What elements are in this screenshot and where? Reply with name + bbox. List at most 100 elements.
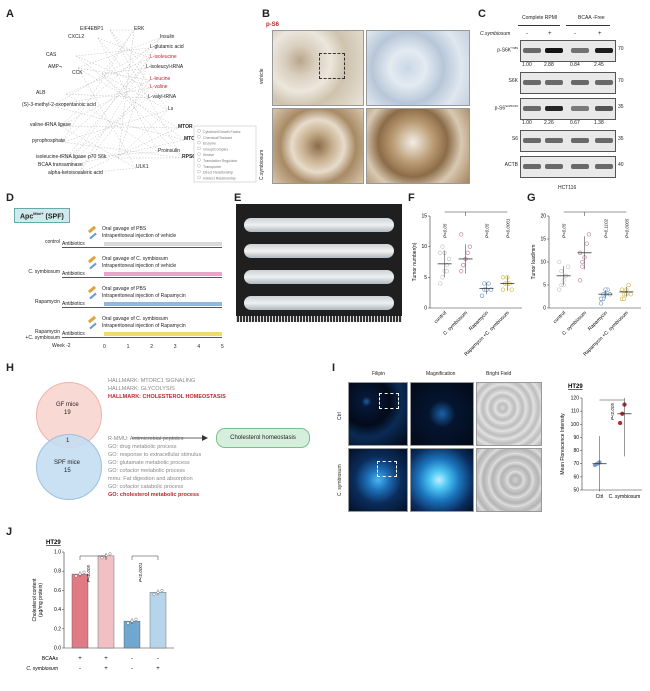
group-line1-2: Oral gavage of PBS — [102, 286, 147, 292]
data-point — [557, 259, 562, 265]
lane-sign-2: - — [574, 31, 576, 37]
data-point — [461, 262, 466, 268]
timeline-line-3 — [62, 337, 222, 338]
syringe-icon — [89, 292, 97, 300]
data-point — [479, 293, 485, 298]
data-point — [152, 592, 156, 596]
legend-entry-5: Translation Regulator — [203, 159, 238, 163]
antibiotics-3: Antibiotics — [62, 331, 85, 337]
data-point — [458, 232, 464, 237]
blot-band — [595, 80, 613, 85]
legend-entry-0: Cytokine/Growth Factor — [203, 130, 242, 134]
go-term-2: GO: response to extracellular stimulus — [108, 452, 202, 458]
ruler — [236, 316, 402, 322]
network-edge — [59, 125, 179, 129]
chart-title: HT29 — [46, 540, 61, 546]
data-point — [444, 269, 449, 274]
blot-box-0 — [520, 40, 616, 62]
magnified-ctrl — [410, 382, 474, 446]
data-point — [438, 250, 443, 255]
blot-protein: S6 — [511, 136, 518, 142]
row-label-vehicle: vehicle — [259, 68, 265, 84]
go-term-3: GO: glutamate metabolic process — [108, 460, 190, 466]
network-edge — [61, 141, 183, 159]
y-tick-label: 0 — [424, 306, 427, 312]
network-edge — [59, 79, 151, 127]
intestine-control — [244, 218, 394, 232]
blot-protein: S6K — [508, 78, 518, 84]
treatment-bar-1 — [104, 272, 222, 276]
go-term-6: GO: cofactor catabolic process — [108, 484, 184, 490]
legend-symbol-8 — [197, 175, 201, 180]
blot-band — [595, 164, 613, 169]
x-tick-label: Rapamycin +C. symbiosum — [463, 310, 510, 357]
quant-2-0: 1.00 — [522, 120, 532, 126]
condition-line-1 — [518, 25, 560, 26]
bar — [71, 573, 89, 649]
data-point — [108, 552, 112, 556]
legend-symbol-6 — [197, 164, 201, 168]
quant-2-1: 2.26 — [544, 120, 554, 126]
antibiotics-2: Antibiotics — [62, 301, 85, 307]
node-right-11: Proinsulin — [158, 148, 180, 154]
network-edge — [65, 57, 151, 159]
network-edge — [77, 37, 161, 175]
week-label: Week -2 — [52, 343, 71, 349]
treatment-bar-3 — [104, 332, 222, 336]
p-value: P<0.05 — [484, 223, 489, 238]
y-axis-label: Tumor number(n) — [412, 242, 418, 281]
network-edge — [77, 37, 161, 69]
sig-bracket — [131, 555, 159, 560]
y-tick-label: 5 — [543, 283, 546, 289]
y-tick-label: 80 — [573, 448, 579, 454]
row1-label: BCAAs — [42, 656, 59, 662]
group-name-0: control — [44, 239, 60, 245]
cell-line-label: HCT116 — [558, 185, 577, 191]
blot-band — [571, 164, 589, 169]
p-value: P<0.0005 — [624, 218, 629, 238]
micrograph-csymbiosum-high — [366, 108, 470, 184]
x-tick-label: C. symbiosum — [609, 494, 641, 500]
node-right-9: MTOR — [178, 124, 193, 130]
data-point — [577, 278, 583, 283]
node-left-12: p70 S6k — [88, 154, 107, 160]
blot-band — [571, 80, 589, 85]
blot-protein: p-S6K — [497, 47, 512, 54]
spf-count: 15 — [64, 468, 71, 474]
group-line1-0: Oral gavage of PBS — [102, 226, 147, 232]
legend-entry-4: Kinase — [203, 153, 214, 157]
node-left-11: alpha-ketoisovaleric acid — [48, 170, 103, 176]
bar — [97, 555, 115, 649]
blot-band — [545, 80, 563, 85]
quant-0-3: 2.45 — [594, 62, 604, 68]
network-edge — [75, 55, 185, 141]
node-left-9: isoleucine-tRNA ligase — [36, 154, 86, 160]
treatment-schematic: ApcMin/+ (SPF) Week -2 Oral gavage of PB… — [6, 204, 232, 354]
data-point — [82, 570, 86, 574]
network-edge — [65, 151, 159, 159]
y-tick-label: 0.4 — [54, 607, 61, 613]
blot-label-1: S6K — [478, 78, 518, 84]
data-point — [598, 301, 604, 306]
network-edge — [97, 37, 149, 99]
lane-sign-0: - — [526, 31, 528, 37]
node-right-4: L-isoleucyl-tRNA — [146, 64, 184, 70]
panel-g-letter: G — [527, 192, 536, 204]
blot-band — [595, 138, 613, 143]
y-tick-label: 20 — [540, 214, 546, 220]
col-filipin: Filipin — [372, 371, 386, 377]
go-term-1: GO: drug metabolic process — [108, 444, 177, 450]
blot-label-3: S6 — [478, 136, 518, 142]
network-edge — [101, 67, 147, 75]
blot-band — [523, 106, 541, 111]
node-right-6: L-valine — [150, 84, 168, 90]
spf-label: SPF mice — [54, 460, 81, 466]
y-tick-label: 10 — [540, 260, 546, 266]
data-point — [130, 619, 134, 623]
p-value: P<0.05 — [443, 223, 448, 238]
quant-2-3: 1.38 — [594, 120, 604, 126]
y-tick-label: 60 — [573, 474, 579, 480]
network-edge — [65, 57, 151, 95]
